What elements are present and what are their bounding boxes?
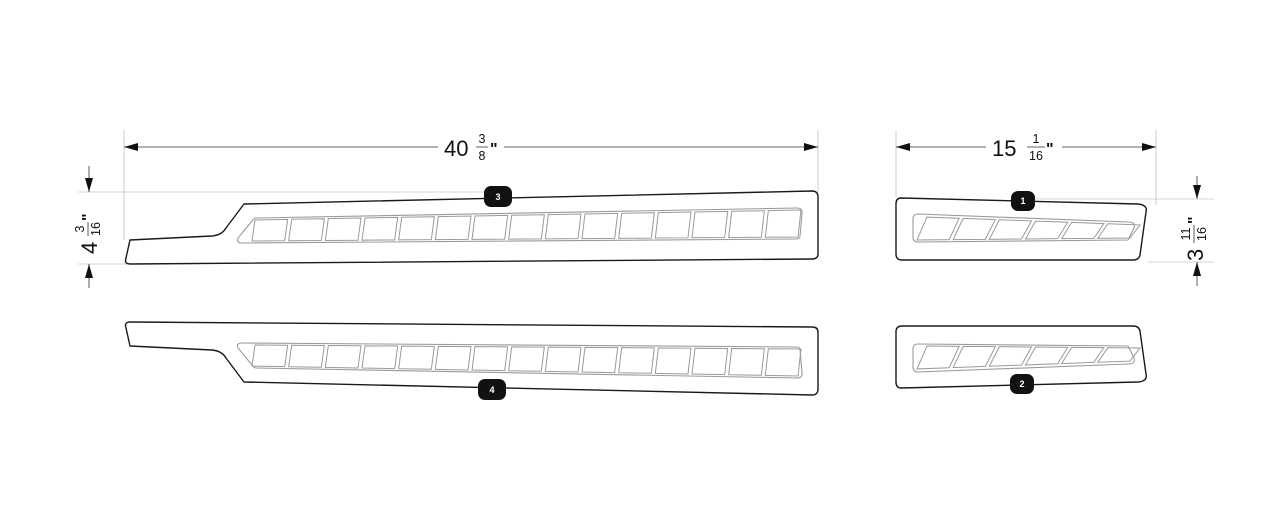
groove-cell <box>361 216 399 241</box>
groove-cell <box>988 219 1033 240</box>
groove-cell <box>471 346 509 372</box>
groove-cell <box>1060 346 1105 365</box>
short-length-unit: " <box>1046 141 1054 158</box>
short-length-denominator: 16 <box>1029 149 1043 163</box>
long-height-unit: " <box>80 213 97 221</box>
groove-outline <box>912 343 1135 373</box>
groove-cell <box>1024 220 1069 240</box>
groove-cell <box>654 211 692 239</box>
part-label: 1 <box>1020 196 1025 206</box>
groove-cell <box>618 347 655 374</box>
long-length-unit: " <box>490 141 498 158</box>
groove-cell <box>1096 347 1142 363</box>
dimension-short-height: 3 11 16 " <box>1179 176 1209 286</box>
groove-cell <box>618 212 655 239</box>
groove-outline <box>912 213 1135 243</box>
part-label-badge: 4 <box>478 379 506 400</box>
part-label-badge: 2 <box>1010 374 1034 394</box>
short-height-denominator: 16 <box>1195 227 1209 241</box>
groove-cell <box>1024 346 1069 366</box>
groove-cells <box>916 345 1142 370</box>
groove-cell <box>398 345 435 370</box>
long-length-denominator: 8 <box>479 149 486 163</box>
groove-cell <box>1096 223 1141 239</box>
long-height-numerator: 3 <box>73 225 87 232</box>
part-4-long-bottom: 4 <box>124 321 819 400</box>
groove-cell <box>251 218 289 242</box>
groove-cell <box>581 212 619 240</box>
groove-cell <box>952 345 997 369</box>
groove-cells <box>251 344 802 377</box>
long-length-numerator: 3 <box>479 132 486 146</box>
groove-cell <box>764 209 802 238</box>
short-height-unit: " <box>1186 216 1203 224</box>
groove-cells <box>916 216 1141 241</box>
groove-cell <box>288 218 325 242</box>
groove-cell <box>988 346 1033 367</box>
long-length-whole: 40 <box>444 136 468 161</box>
groove-cell <box>508 214 545 240</box>
groove-cell <box>728 210 765 239</box>
part-label-badge: 1 <box>1011 191 1035 211</box>
short-height-numerator: 11 <box>1179 227 1193 240</box>
dimension-long-length: 40 3 8 " <box>124 132 818 163</box>
groove-cell <box>654 347 692 375</box>
short-length-whole: 15 <box>992 136 1016 161</box>
groove-cell <box>764 348 802 377</box>
groove-cell <box>581 346 619 374</box>
part-1-short-top: 1 <box>895 191 1148 261</box>
groove-cells <box>251 209 802 242</box>
groove-cell <box>916 216 960 241</box>
dimension-long-height: 4 3 16 " <box>73 166 103 288</box>
part-label: 4 <box>489 385 494 395</box>
part-label: 2 <box>1019 379 1024 389</box>
groove-cell <box>288 344 325 368</box>
groove-cell <box>251 344 289 368</box>
groove-cell <box>952 217 997 241</box>
groove-cell <box>434 215 472 241</box>
groove-cell <box>508 346 545 372</box>
groove-cell <box>361 345 399 370</box>
groove-cell <box>471 214 509 240</box>
groove-cell <box>398 216 435 241</box>
groove-cell <box>1060 221 1105 240</box>
part-label-badge: 3 <box>484 186 512 207</box>
groove-cell <box>434 345 472 371</box>
groove-outline <box>236 207 803 244</box>
part-3-long-top: 3 <box>124 186 819 265</box>
groove-cell <box>324 217 362 241</box>
short-length-numerator: 1 <box>1033 132 1040 146</box>
groove-cell <box>544 213 582 240</box>
dimension-short-length: 15 1 16 " <box>896 132 1156 163</box>
groove-cell <box>916 345 960 370</box>
short-height-whole: 3 <box>1183 249 1208 261</box>
long-height-denominator: 16 <box>89 222 103 236</box>
groove-cell <box>544 346 582 373</box>
part-2-short-bottom: 2 <box>895 325 1148 394</box>
groove-cell <box>691 347 729 376</box>
groove-cell <box>324 345 362 369</box>
part-label: 3 <box>495 192 500 202</box>
groove-cell <box>728 347 765 376</box>
long-height-whole: 4 <box>77 242 102 254</box>
groove-cell <box>691 210 729 239</box>
